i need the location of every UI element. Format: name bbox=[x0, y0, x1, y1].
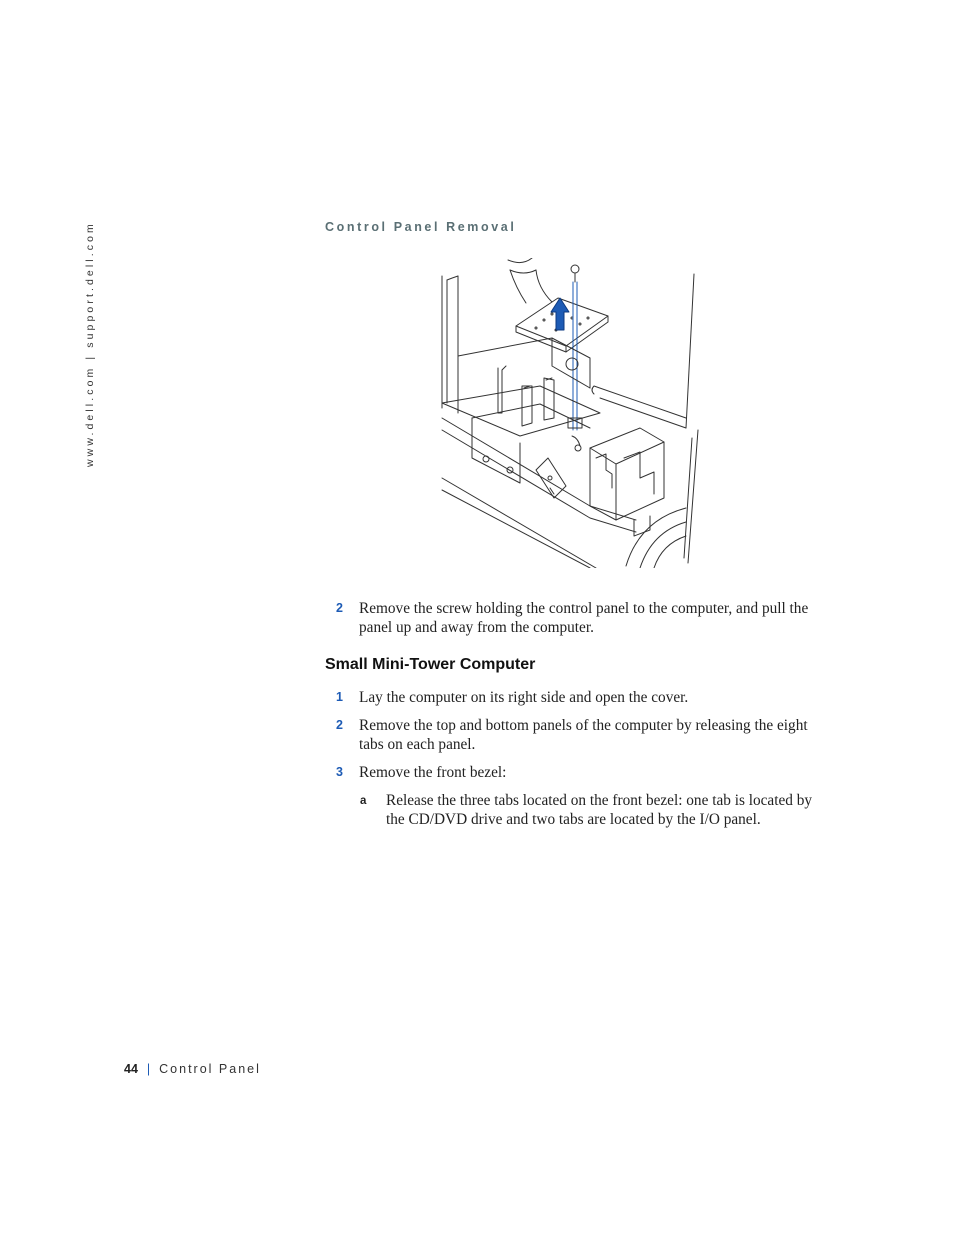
step-remove-bezel: 3 Remove the front bezel: bbox=[336, 763, 816, 782]
substep-letter: a bbox=[360, 795, 367, 807]
step-number: 2 bbox=[336, 718, 343, 732]
step-number: 2 bbox=[336, 601, 343, 615]
page-number: 44 bbox=[124, 1062, 138, 1076]
control-panel-removal-illustration bbox=[440, 257, 702, 569]
step-text: Remove the front bezel: bbox=[359, 764, 507, 781]
footer-separator: | bbox=[146, 1062, 151, 1076]
step-remove-panels: 2 Remove the top and bottom panels of th… bbox=[336, 716, 816, 754]
step-text: Remove the screw holding the control pan… bbox=[359, 600, 809, 636]
figure-caption: Control Panel Removal bbox=[325, 220, 517, 234]
step-number: 1 bbox=[336, 690, 343, 704]
footer-chapter-title: Control Panel bbox=[159, 1062, 261, 1076]
sidebar-url: www.dell.com | support.dell.com bbox=[84, 221, 96, 467]
step-text: Remove the top and bottom panels of the … bbox=[359, 717, 808, 753]
page-footer: 44 | Control Panel bbox=[124, 1062, 261, 1076]
step-text: Lay the computer on its right side and o… bbox=[359, 689, 689, 706]
section-heading: Small Mini-Tower Computer bbox=[325, 656, 536, 673]
step-lay-computer: 1 Lay the computer on its right side and… bbox=[336, 688, 816, 707]
substep-release-tabs: a Release the three tabs located on the … bbox=[360, 791, 816, 829]
step-number: 3 bbox=[336, 765, 343, 779]
substep-text: Release the three tabs located on the fr… bbox=[386, 792, 813, 828]
step-remove-screw: 2 Remove the screw holding the control p… bbox=[336, 599, 816, 637]
